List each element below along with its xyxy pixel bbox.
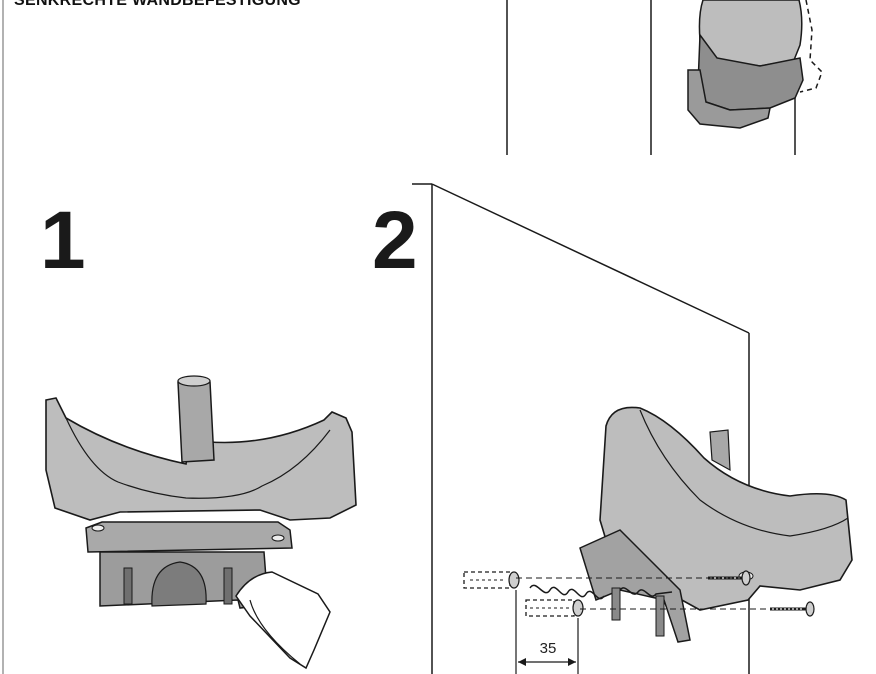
top-inset-illustration <box>506 0 823 155</box>
dimension-arrow-left <box>518 658 526 666</box>
step-number-1: 1 <box>40 195 86 286</box>
mounted-holder-leg-2 <box>655 595 665 637</box>
page-title: SENKRECHTE WANDBEFESTIGUNG <box>14 0 301 9</box>
holder-screw-hole-right <box>271 534 285 542</box>
holder-center-post <box>177 377 215 463</box>
step2-wall-illustration <box>412 183 853 674</box>
mounted-holder-base <box>579 529 691 643</box>
holder-post-top <box>177 375 211 387</box>
wall-plug-lower <box>525 599 584 617</box>
holder-slot-right <box>223 567 233 605</box>
ribbed-anchor <box>529 584 605 600</box>
step1-holder-illustration <box>45 375 357 670</box>
adhesive-pad <box>235 571 331 670</box>
mounted-holder-body <box>599 406 853 611</box>
inset-device-base <box>687 69 771 129</box>
dimension-arrow-right <box>568 658 576 666</box>
dimension-label: 35 <box>539 640 557 657</box>
holder-screw-hole-left <box>91 524 105 532</box>
holder-lower-opening <box>151 561 207 607</box>
mounted-holder-curve <box>639 409 849 537</box>
adhesive-pad-fold <box>249 599 301 665</box>
mounted-holder-leg-1 <box>611 587 621 621</box>
wall-plug-upper <box>463 571 520 589</box>
ribbed-anchor-2 <box>619 587 673 597</box>
wall-top-edge <box>431 183 750 334</box>
holder-base-plate <box>85 521 293 553</box>
holder-slot-left <box>123 567 133 605</box>
mounted-holder-post <box>709 429 731 472</box>
holder-tray-inner-curve <box>65 417 331 499</box>
screw-lower <box>770 601 815 617</box>
step-number-2: 2 <box>372 195 418 286</box>
